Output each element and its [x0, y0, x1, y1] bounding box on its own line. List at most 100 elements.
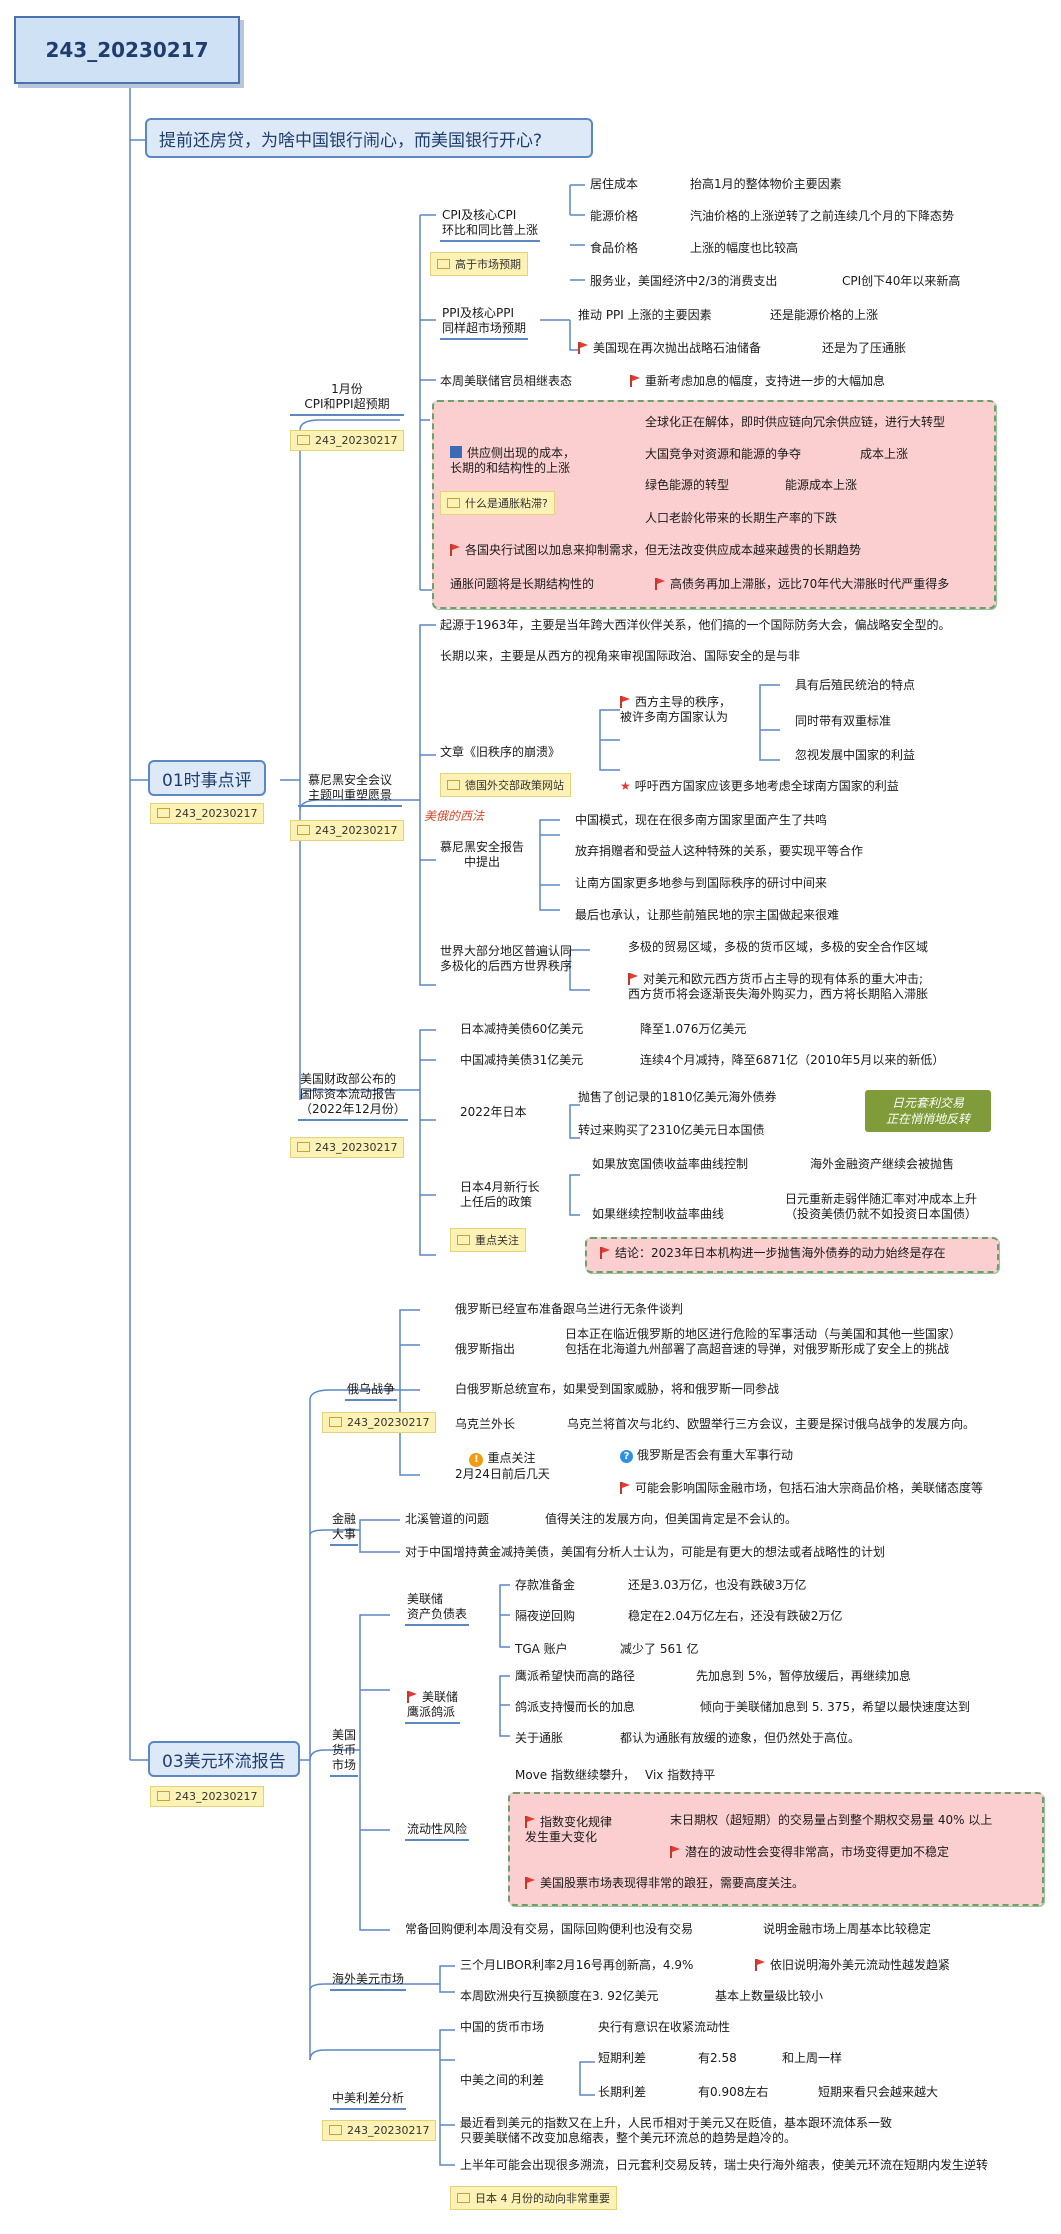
ppi-item-2[interactable]: 美国现在再次抛出战略石油储备 [578, 341, 761, 356]
west-order-item-1[interactable]: 具有后殖民统治的特点 [795, 678, 916, 692]
hawk-item-2-desc[interactable]: 倾向于美联储加息到 5. 375，希望以最快速度达到 [700, 1700, 970, 1714]
cpi-item-food-desc[interactable]: 上涨的幅度也比较高 [690, 241, 799, 255]
hawk-item-3-desc[interactable]: 都认为通胀有放缓的迹象，但仍然处于高位。 [620, 1731, 861, 1745]
boj-item-1-desc[interactable]: 海外金融资产继续会被抛售 [810, 1157, 955, 1171]
rate-item-2a-value[interactable]: 有2.58 [698, 2051, 737, 2065]
liq-item-1[interactable]: Move 指数继续攀升， [515, 1768, 635, 1782]
rate-item-2b[interactable]: 长期利差 [598, 2085, 647, 2099]
war-item-2-desc[interactable]: 日本正在临近俄罗斯的地区进行危险的军事活动（与美国和其他一些国家） 包括在北海道… [565, 1327, 962, 1356]
rate-item-2[interactable]: 中美之间的利差 [460, 2073, 545, 2087]
ppi-item-2-desc[interactable]: 还是为了压通胀 [822, 341, 907, 355]
war-item-4[interactable]: 乌克兰外长 [455, 1417, 516, 1431]
china-cut-node[interactable]: 中国减持美债31亿美元 [460, 1053, 584, 1067]
overseas-item-1-desc[interactable]: 依旧说明海外美元流动性越发趋紧 [755, 1958, 950, 1973]
supply-item-2[interactable]: 大国竞争对资源和能源的争夺 [645, 447, 802, 461]
cpi-item-service[interactable]: 服务业，美国经济中2/3的消费支出 [590, 274, 778, 288]
war-item-2[interactable]: 俄罗斯指出 [455, 1342, 516, 1356]
rate-item-1-desc[interactable]: 央行有意识在收紧流动性 [598, 2020, 731, 2034]
bs-item-2[interactable]: 隔夜逆回购 [515, 1609, 576, 1623]
supply-item-3[interactable]: 绿色能源的转型 [645, 478, 730, 492]
west-order-item-3[interactable]: 忽视发展中国家的利益 [795, 748, 916, 762]
war-item-4-desc[interactable]: 乌克兰将首次与北约、欧盟举行三方会议，主要是探讨俄乌战争的发展方向。 [567, 1417, 976, 1431]
rate-item-2b-value[interactable]: 有0.908左右 [698, 2085, 769, 2099]
supply-cost-node[interactable]: 供应侧出现的成本， 长期的和结构性的上涨 [450, 446, 576, 475]
china-cut-desc[interactable]: 连续4个月减持，降至6871亿（2010年5月以来的新低） [640, 1053, 945, 1067]
world-order-item-2[interactable]: 对美元和欧元西方货币占主导的现有体系的重大冲击; 西方货币将会逐渐丧失海外购买力… [628, 972, 929, 1001]
boj-policy-node[interactable]: 日本4月新行长 上任后的政策 [460, 1180, 540, 1209]
fed-official-desc[interactable]: 重新考虑加息的幅度，支持进一步的大幅加息 [630, 374, 885, 389]
cpi-item-service-desc[interactable]: CPI创下40年以来新高 [842, 274, 961, 288]
ppi-item-1[interactable]: 推动 PPI 上涨的主要因素 [578, 308, 712, 322]
war-item-5a[interactable]: ?俄罗斯是否会有重大军事行动 [620, 1448, 793, 1463]
rate-spread-node[interactable]: 中美利差分析 [330, 2091, 407, 2110]
section-03-node[interactable]: 03美元环流报告 [148, 1741, 300, 1777]
liquidity-risk-node[interactable]: 流动性风险 [405, 1822, 470, 1841]
repo-desc[interactable]: 说明金融市场上周基本比较稳定 [763, 1922, 932, 1936]
supply-item-2-desc[interactable]: 成本上涨 [860, 447, 909, 461]
liq-item-3[interactable]: 美国股票市场表现得非常的踉狂，需要高度关注。 [525, 1876, 804, 1891]
overseas-item-1[interactable]: 三个月LIBOR利率2月16号再创新高，4.9% [460, 1958, 694, 1972]
section-01-node[interactable]: 01时事点评 [148, 760, 266, 796]
boj-item-2-desc[interactable]: 日元重新走弱伴随汇率对冲成本上升 （投资美债仍就不如投资日本国债） [785, 1192, 978, 1221]
rate-item-1[interactable]: 中国的货币市场 [460, 2020, 545, 2034]
central-bank-node[interactable]: 各国央行试图以加息来抑制需求，但无法改变供应成本越来越贵的长期趋势 [450, 543, 861, 558]
munich-report-node[interactable]: 慕尼黑安全报告 中提出 [440, 840, 525, 869]
overseas-dollar-node[interactable]: 海外美元市场 [330, 1972, 407, 1991]
war-node[interactable]: 俄乌战争 [345, 1382, 398, 1401]
west-order-item-2[interactable]: 同时带有双重标准 [795, 714, 892, 728]
liq-item-2a[interactable]: 末日期权（超短期）的交易量占到整个期权交易量 40% 以上 [670, 1813, 993, 1827]
supply-item-1[interactable]: 全球化正在解体，即时供应链向冗余供应链，进行大转型 [645, 415, 946, 429]
inflation-structural-node[interactable]: 通胀问题将是长期结构性的 [450, 577, 595, 591]
ppi-item-1-desc[interactable]: 还是能源价格的上涨 [770, 308, 879, 322]
liq-item-2b[interactable]: 潜在的波动性会变得非常高，市场变得更加不稳定 [670, 1845, 949, 1860]
finance-item-1-desc[interactable]: 值得关注的发展方向，但美国肯定是不会认的。 [545, 1512, 798, 1526]
bs-item-1-desc[interactable]: 还是3.03万亿，也没有跌破3万亿 [628, 1578, 807, 1592]
cpi-core-node[interactable]: CPI及核心CPI 环比和同比普上涨 [440, 208, 541, 242]
conclusion-node[interactable]: 结论：2023年日本机构进一步抛售海外债券的动力始终是存在 [600, 1246, 946, 1261]
rate-item-2b-note[interactable]: 短期来看只会越来越大 [818, 2085, 939, 2099]
overseas-item-2[interactable]: 本周欧洲央行互换额度在3. 92亿美元 [460, 1989, 659, 2003]
bs-item-3-desc[interactable]: 减少了 561 亿 [620, 1642, 699, 1656]
rate-item-3[interactable]: 最近看到美元的指数又在上升，人民币相对于美元又在贬值，基本跟环流体系一致 只要美… [460, 2116, 893, 2145]
munich-west-view[interactable]: 长期以来，主要是从西方的视角来审视国际政治、国际安全的是与非 [440, 649, 801, 663]
liq-item-1-desc[interactable]: Vix 指数持平 [645, 1768, 716, 1782]
bs-item-1[interactable]: 存款准备金 [515, 1578, 576, 1592]
boj-item-1[interactable]: 如果放宽国债收益率曲线控制 [592, 1157, 749, 1171]
world-order-node[interactable]: 世界大部分地区普遍认同 多极化的后西方世界秩序 [440, 944, 573, 973]
fed-balance-sheet-node[interactable]: 美联储 资产负债表 [405, 1592, 470, 1626]
report-item-4[interactable]: 最后也承认，让那些前殖民地的宗主国做起来很难 [575, 908, 840, 922]
japan-2022-item-2[interactable]: 转过来购买了2310亿美元日本国债 [578, 1123, 765, 1137]
cpi-item-food[interactable]: 食品价格 [590, 241, 639, 255]
supply-item-4[interactable]: 人口老龄化带来的长期生产率的下跌 [645, 511, 838, 525]
japan-2022-node[interactable]: 2022年日本 [460, 1105, 527, 1119]
japan-cut-desc[interactable]: 降至1.076万亿美元 [640, 1022, 747, 1036]
liq-item-2[interactable]: 指数变化规律 发生重大变化 [525, 1815, 613, 1844]
repo-node[interactable]: 常备回购便利本周没有交易，国际回购便利也没有交易 [405, 1922, 694, 1936]
us-money-market-node[interactable]: 美国 货币 市场 [330, 1728, 359, 1777]
hawk-item-1[interactable]: 鹰派希望快而高的路径 [515, 1669, 636, 1683]
war-item-1[interactable]: 俄罗斯已经宣布准备跟乌兰进行无条件谈判 [455, 1302, 684, 1316]
japan-2022-item-1[interactable]: 抛售了创记录的1810亿美元海外债券 [578, 1090, 777, 1104]
hawk-item-3[interactable]: 关于通胀 [515, 1731, 564, 1745]
topic-node[interactable]: 提前还房贷，为啥中国银行闹心，而美国银行开心? [145, 118, 593, 158]
world-order-item-1[interactable]: 多极的贸易区域，多极的货币区域，多极的安全合作区域 [628, 940, 929, 954]
rate-item-4[interactable]: 上半年可能会出现很多溯流，日元套利交易反转，瑞士央行海外缩表，使美元环流在短期内… [460, 2158, 989, 2172]
munich-origin[interactable]: 起源于1963年，主要是当年跨大西洋伙伴关系，他们搞的一个国际防务大会，偏战略安… [440, 618, 951, 632]
war-item-5[interactable]: !重点关注 2月24日前后几天 [455, 1451, 550, 1481]
bs-item-3[interactable]: TGA 账户 [515, 1642, 568, 1656]
finance-item-2[interactable]: 对于中国增持黄金减持美债，美国有分析人士认为，可能是有更大的想法或者战略性的计划 [405, 1545, 886, 1559]
cpi-ppi-node[interactable]: 1月份 CPI和PPI超预期 [290, 382, 404, 416]
west-order-node[interactable]: 西方主导的秩序， 被许多南方国家认为 [620, 695, 732, 724]
japan-cut-node[interactable]: 日本减持美债60亿美元 [460, 1022, 584, 1036]
overseas-item-2-desc[interactable]: 基本上数量级比较小 [715, 1989, 824, 2003]
ppi-node[interactable]: PPI及核心PPI 同样超市场预期 [440, 306, 529, 340]
hawk-item-2[interactable]: 鸽派支持慢而长的加息 [515, 1700, 636, 1714]
report-item-2[interactable]: 放弃捐赠者和受益人这种特殊的关系，要实现平等合作 [575, 844, 864, 858]
cpi-item-housing-desc[interactable]: 抬高1月的整体物价主要因素 [690, 177, 842, 191]
cpi-item-energy-desc[interactable]: 汽油价格的上涨逆转了之前连续几个月的下降态势 [690, 209, 955, 223]
bs-item-2-desc[interactable]: 稳定在2.04万亿左右，还没有跌破2万亿 [628, 1609, 843, 1623]
cpi-item-housing[interactable]: 居住成本 [590, 177, 639, 191]
war-item-3[interactable]: 白俄罗斯总统宣布，如果受到国家威胁，将和俄罗斯一同参战 [455, 1382, 780, 1396]
hawk-dove-node[interactable]: 美联储 鹰派鸽派 [405, 1690, 461, 1724]
hawk-item-1-desc[interactable]: 先加息到 5%，暂停放缓后，再继续加息 [696, 1669, 911, 1683]
